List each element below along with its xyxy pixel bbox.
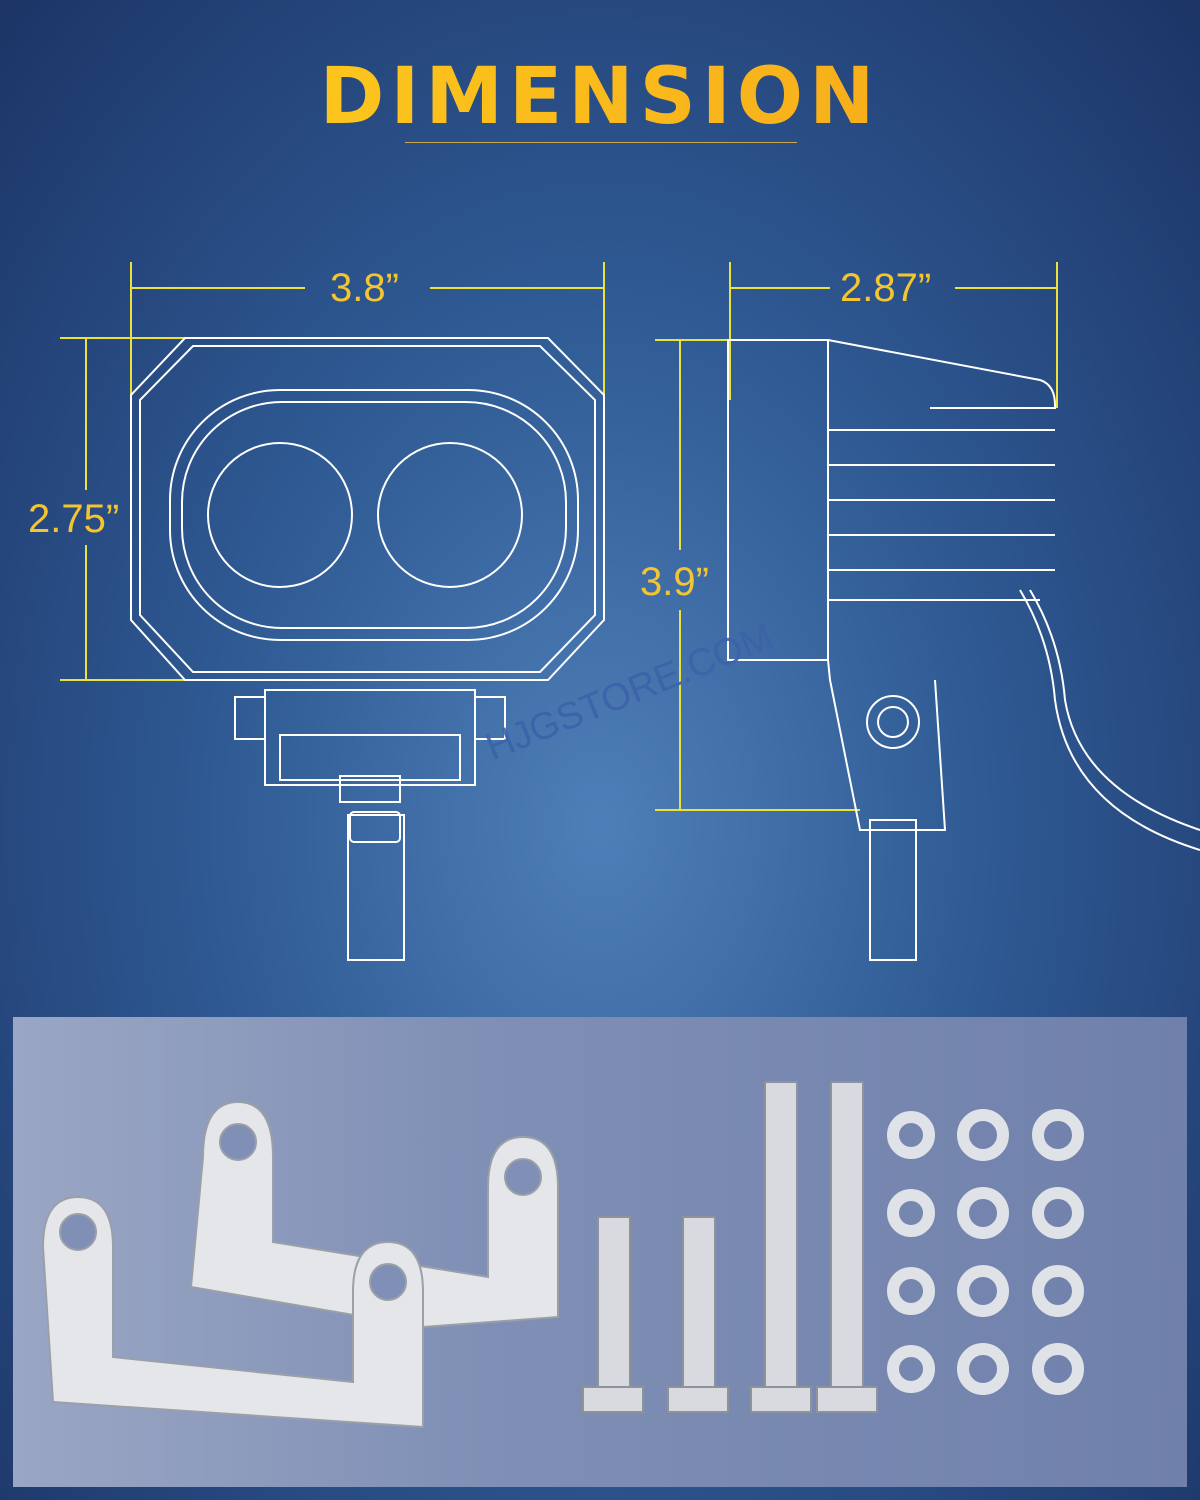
front-view-light [130,337,605,961]
front-height-label: 2.75” [28,497,120,541]
dimension-lines [60,262,1058,811]
dimension-drawing [60,262,1200,961]
brackets [41,1100,559,1429]
accessories-panel [13,1017,1187,1487]
side-height-label: 3.9” [640,560,709,604]
title-underline [405,142,797,143]
front-width-label: 3.8” [330,266,399,310]
mounting-hardware-illustration [41,1081,1084,1429]
side-view-light [727,339,1200,961]
page-title: DIMENSION [0,52,1200,142]
washers-and-nuts [887,1109,1084,1395]
bolts [582,1081,878,1413]
side-depth-label: 2.87” [840,266,932,310]
